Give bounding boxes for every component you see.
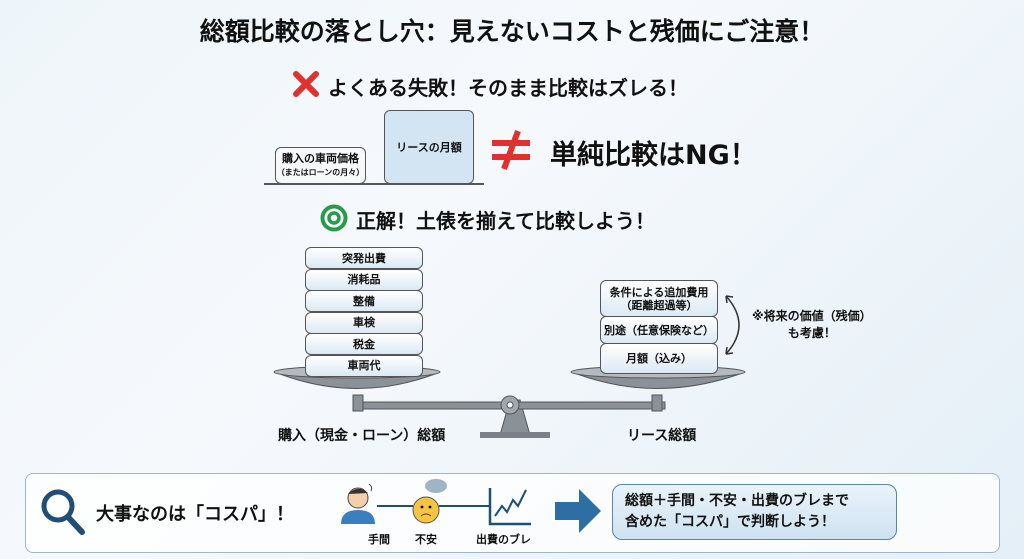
stack-item: 整備: [305, 290, 423, 312]
bottom-heading: 大事なのは「コスパ」！: [96, 504, 294, 525]
worried-person-icon: [341, 483, 375, 524]
stack-item: 車両代: [305, 354, 423, 377]
purchase-total-label: 購入（現金・ローン）総額: [278, 428, 446, 444]
curved-arrow-icon: [725, 295, 740, 355]
anxious-face-icon: [412, 479, 447, 524]
stack-item: 税金: [305, 333, 423, 355]
baseline: [264, 183, 484, 185]
conclusion-line: 総額＋手間・不安・出費のブレまで: [625, 493, 849, 509]
good-heading: 正解！土俵を揃えて比較しよう！: [356, 209, 655, 233]
bad-heading: よくある失敗！そのまま比較はズレる！: [328, 76, 688, 100]
not-equal-icon: [492, 129, 530, 171]
lease-monthly-box: リースの月額: [384, 110, 474, 184]
stack-item: 別途（任意保険など）: [600, 316, 718, 344]
stack-item: 条件による追加費用（距離超過等）: [600, 280, 718, 317]
page-title: 総額比較の落とし穴：見えないコストと残価にご注意！: [199, 17, 825, 46]
conclusion-line: 含めた「コスパ」で判断しよう！: [625, 514, 835, 530]
stack-item: 消耗品: [305, 268, 423, 291]
conclusion-box: 総額＋手間・不安・出費のブレまで 含めた「コスパ」で判断しよう！: [612, 484, 897, 540]
icon-label-expense-variance: 出費のブレ: [476, 533, 531, 546]
stack-item-line: （距離超過等）: [620, 298, 698, 312]
lease-total-label: リース総額: [627, 428, 697, 444]
icon-label-effort: 手間: [368, 533, 390, 546]
cross-icon: [293, 71, 319, 97]
stack-item: 突発出費: [305, 247, 423, 269]
right-arrow-icon: [555, 489, 601, 533]
double-circle-icon: [320, 204, 348, 232]
purchase-cost-stack: 突発出費 消耗品 整備 車検 税金 車両代: [305, 247, 423, 377]
note-line: ※将来の価値（残価）: [752, 309, 872, 323]
icon-label-anxiety: 不安: [415, 533, 437, 546]
lease-cost-stack: 条件による追加費用（距離超過等） 別途（任意保険など） 月額（込み）: [600, 280, 718, 374]
purchase-price-box: 購入の車両価格 （またはローンの月々）: [275, 147, 366, 184]
note-line: も考慮！: [787, 326, 836, 340]
residual-value-note: ※将来の価値（残価） も考慮！: [752, 308, 872, 342]
purchase-box-label: 購入の車両価格: [282, 152, 359, 165]
cost-factors-illustration: [341, 479, 531, 526]
magnifier-icon: [41, 489, 85, 535]
purchase-box-sub: （またはローンの月々）: [276, 168, 365, 177]
stack-item-line: 条件による追加費用: [609, 285, 709, 299]
volatile-chart-icon: [488, 488, 531, 526]
stack-item: 車検: [305, 311, 423, 334]
ng-text: 単純比較はNG！: [550, 140, 757, 171]
stack-item: 月額（込み）: [600, 343, 718, 374]
